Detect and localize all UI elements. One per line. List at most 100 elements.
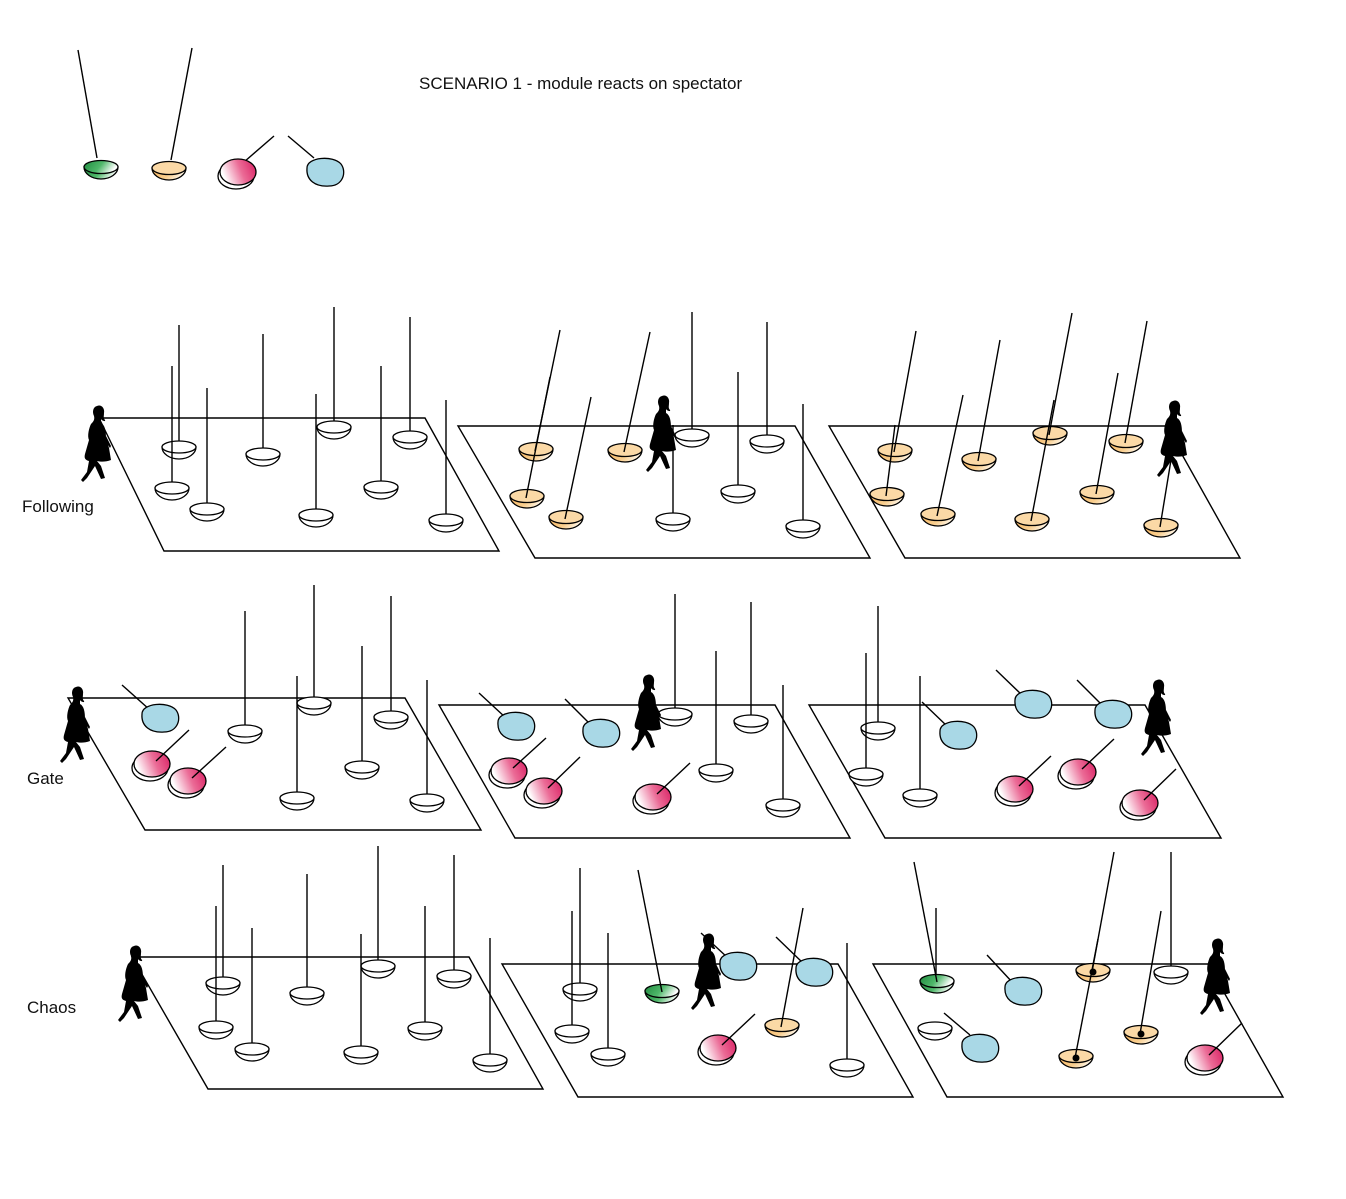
- bowl-rim: [279, 791, 315, 805]
- suspension-wire: [1143, 768, 1177, 801]
- suspension-wire: [243, 135, 275, 163]
- disc-face: [634, 783, 672, 811]
- blob-body: [1014, 689, 1053, 719]
- suspension-wire: [637, 869, 663, 993]
- bowl-rim: [227, 724, 263, 738]
- module-bowl: [765, 685, 801, 818]
- silhouette-arm: [141, 976, 148, 988]
- suspension-wire: [656, 762, 691, 795]
- silhouette-body: [646, 395, 676, 472]
- bowl-rim: [785, 519, 821, 533]
- module-bowl: [392, 317, 428, 450]
- silhouette-arm: [104, 436, 111, 448]
- bowl-rim: [343, 1045, 379, 1059]
- module-disc-pink: [1119, 768, 1177, 821]
- suspension-wire: [995, 669, 1024, 697]
- module-bowl: [205, 865, 241, 996]
- disc-face: [525, 777, 563, 805]
- suspension-wire: [512, 737, 547, 769]
- bowl-rim: [860, 721, 896, 735]
- bowl-rim: [161, 440, 197, 454]
- module-bowl-orange: [518, 329, 561, 462]
- bowl-rim: [590, 1047, 626, 1061]
- module-disc-pink: [697, 1013, 756, 1066]
- suspension-wire: [780, 907, 804, 1028]
- sensor-dot: [1137, 1030, 1145, 1038]
- module-bowl-orange: [1108, 320, 1148, 454]
- module-disc-pink: [488, 737, 547, 789]
- module-disc-pink: [1184, 1022, 1243, 1076]
- module-bowl: [154, 366, 190, 501]
- module-bowl: [298, 394, 334, 528]
- module-bowl-orange: [1032, 312, 1073, 446]
- module-bowl: [161, 325, 197, 460]
- floor-plate: [66, 697, 483, 831]
- module-blob-blue: [306, 157, 345, 187]
- module-disc-pink: [217, 158, 257, 190]
- suspension-wire: [623, 331, 651, 453]
- bowl-rim: [234, 1042, 270, 1056]
- module-bowl: [234, 928, 270, 1062]
- bowl-rim: [1153, 965, 1189, 979]
- module-bowl: [289, 874, 325, 1006]
- blob-body: [141, 703, 180, 733]
- module-blob-blue: [478, 692, 536, 741]
- bowl-rim: [198, 1020, 234, 1034]
- module-bowl: [733, 602, 769, 734]
- module-bowl-orange: [607, 331, 651, 463]
- module-bowl-orange: [920, 394, 964, 527]
- suspension-wire: [1159, 459, 1172, 528]
- spectator-silhouette: [81, 405, 111, 482]
- row-label-gate: Gate: [27, 769, 64, 788]
- spectator-silhouette: [631, 674, 661, 751]
- module-disc-pink: [167, 746, 227, 799]
- row-label-chaos: Chaos: [27, 998, 77, 1017]
- module-bowl: [698, 651, 734, 783]
- module-bowl: [373, 596, 409, 730]
- suspension-wire: [943, 1012, 971, 1036]
- suspension-wire: [155, 729, 190, 762]
- bowl-rim: [472, 1053, 508, 1067]
- module-bowl: [245, 334, 281, 467]
- suspension-wire: [1081, 738, 1115, 770]
- bowl-rim: [720, 484, 756, 498]
- silhouette-arm: [669, 426, 676, 438]
- module-bowl: [360, 846, 396, 979]
- bowl-rim: [848, 767, 884, 781]
- module-bowl: [848, 653, 884, 787]
- suspension-wire: [1030, 399, 1055, 522]
- module-bowl: [316, 307, 352, 440]
- suspension-wire: [936, 394, 964, 517]
- bowl-rim: [902, 788, 938, 802]
- module-bowl-orange: [548, 396, 592, 530]
- suspension-wire: [478, 692, 507, 719]
- suspension-wire: [721, 1013, 756, 1046]
- suspension-wire: [547, 756, 581, 789]
- module-bowl-green: [637, 869, 680, 1004]
- suspension-wire: [564, 396, 592, 520]
- silhouette-arm: [714, 964, 721, 976]
- blob-body: [497, 711, 536, 741]
- module-bowl: [279, 676, 315, 811]
- bowl-rim: [83, 159, 119, 175]
- silhouette-arm: [83, 717, 90, 729]
- bowl-rim: [749, 434, 785, 448]
- bowl-rim: [373, 710, 409, 724]
- bowl-rim: [436, 969, 472, 983]
- bowl-rim: [407, 1021, 443, 1035]
- module-bowl: [428, 400, 464, 533]
- silhouette-arm: [1164, 710, 1171, 722]
- bowl-rim: [344, 760, 380, 774]
- silhouette-body: [691, 933, 721, 1010]
- blob-body: [306, 157, 345, 187]
- suspension-wire: [1124, 320, 1148, 444]
- suspension-wire: [191, 746, 227, 779]
- suspension-wire: [921, 701, 949, 728]
- module-bowl: [720, 372, 756, 504]
- module-bowl: [674, 312, 710, 448]
- disc-face: [133, 750, 171, 778]
- module-bowl: [554, 911, 590, 1044]
- bowl-rim: [657, 707, 693, 721]
- module-bowl: [860, 606, 896, 741]
